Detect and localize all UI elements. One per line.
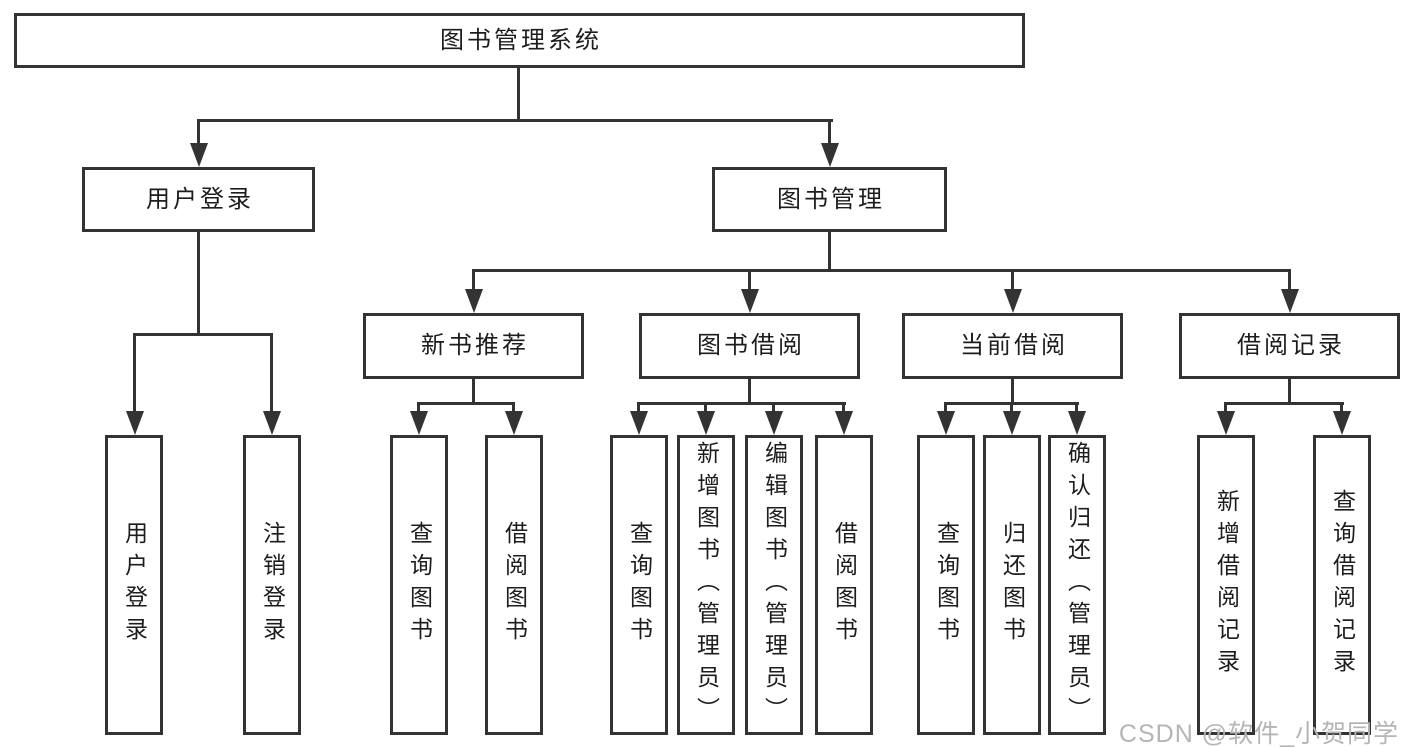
leaf-add-borrow-record: 新增借阅记录 (1197, 435, 1255, 735)
arrowhead-down-icon (410, 411, 428, 435)
arrowhead-down-icon (126, 411, 144, 435)
leaf-borrow-books: 借阅图书 (815, 435, 873, 735)
connector-line (472, 272, 475, 290)
node-label: 用户登录 (146, 185, 254, 213)
connector-line (417, 402, 515, 405)
leaf-label: 注销登录 (259, 521, 286, 649)
leaf-logout: 注销登录 (243, 435, 301, 735)
leaf-label: 借阅图书 (831, 521, 858, 649)
node-label: 借阅记录 (1237, 332, 1345, 359)
connector-line (944, 402, 1079, 405)
connector-line (1288, 379, 1291, 405)
leaf-label: 新增图书（管理员） (693, 441, 720, 729)
connector-line (133, 336, 136, 414)
node-book-borrowing: 图书借阅 (639, 313, 860, 379)
arrowhead-down-icon (1068, 411, 1086, 435)
arrowhead-down-icon (465, 289, 483, 313)
arrowhead-down-icon (937, 411, 955, 435)
connector-line (472, 379, 475, 405)
connector-line (828, 232, 831, 272)
connector-line (133, 333, 273, 336)
arrowhead-down-icon (1333, 411, 1351, 435)
leaf-label: 查询图书 (626, 521, 653, 649)
arrowhead-down-icon (1003, 411, 1021, 435)
connector-line (1340, 405, 1343, 413)
leaf-label: 查询借阅记录 (1329, 489, 1356, 681)
arrowhead-down-icon (263, 411, 281, 435)
connector-line (517, 68, 520, 122)
arrowhead-down-icon (1217, 411, 1235, 435)
leaf-label: 查询图书 (933, 521, 960, 649)
connector-line (1075, 405, 1078, 413)
arrowhead-down-icon (821, 143, 839, 167)
arrowhead-down-icon (835, 411, 853, 435)
leaf-label: 借阅图书 (501, 521, 528, 649)
connector-line (512, 405, 515, 413)
leaf-label: 新增借阅记录 (1213, 489, 1240, 681)
leaf-edit-books-admin: 编辑图书（管理员） (745, 435, 803, 735)
connector-line (1224, 405, 1227, 413)
node-label: 图书管理 (777, 185, 885, 213)
connector-line (1224, 402, 1344, 405)
connector-line (1288, 272, 1291, 290)
arrowhead-down-icon (765, 411, 783, 435)
leaf-query-books-borrow: 查询图书 (610, 435, 668, 735)
connector-line (944, 405, 947, 413)
connector-line (417, 405, 420, 413)
arrowhead-down-icon (741, 289, 759, 313)
arrowhead-down-icon (1281, 289, 1299, 313)
csdn-watermark: CSDN @软件_小贺同学 (1118, 720, 1399, 747)
node-borrowing-records: 借阅记录 (1179, 313, 1400, 379)
connector-line (270, 336, 273, 414)
node-label: 当前借阅 (960, 332, 1068, 359)
leaf-query-books-recommend: 查询图书 (390, 435, 448, 735)
connector-line (772, 405, 775, 413)
connector-line (197, 119, 833, 122)
connector-line (472, 269, 1291, 272)
connector-line (842, 405, 845, 413)
connector-line (637, 405, 640, 413)
connector-line (1010, 405, 1013, 413)
node-new-book-recommend: 新书推荐 (363, 313, 584, 379)
arrowhead-down-icon (697, 411, 715, 435)
arrowhead-down-icon (190, 143, 208, 167)
leaf-query-borrow-record: 查询借阅记录 (1313, 435, 1371, 735)
leaf-label: 编辑图书（管理员） (761, 441, 788, 729)
arrowhead-down-icon (505, 411, 523, 435)
connector-line (1011, 272, 1014, 290)
connector-line (637, 402, 846, 405)
connector-line (704, 405, 707, 413)
leaf-label: 用户登录 (121, 521, 148, 649)
node-user-login: 用户登录 (82, 167, 315, 232)
connector-line (1011, 379, 1014, 405)
node-library-management-system: 图书管理系统 (14, 13, 1025, 68)
leaf-label: 查询图书 (406, 521, 433, 649)
connector-line (828, 122, 831, 148)
leaf-add-books-admin: 新增图书（管理员） (677, 435, 735, 735)
node-label: 图书借阅 (697, 332, 805, 359)
arrowhead-down-icon (1004, 289, 1022, 313)
connector-line (748, 379, 751, 405)
arrowhead-down-icon (630, 411, 648, 435)
node-label: 新书推荐 (421, 332, 529, 359)
connector-line (197, 232, 200, 336)
leaf-return-books: 归还图书 (983, 435, 1041, 735)
connector-line (748, 272, 751, 290)
connector-line (197, 122, 200, 148)
leaf-query-books-current: 查询图书 (917, 435, 975, 735)
leaf-confirm-return-admin: 确认归还（管理员） (1048, 435, 1106, 735)
node-current-borrowing: 当前借阅 (902, 313, 1123, 379)
node-label: 图书管理系统 (440, 26, 602, 54)
leaf-label: 归还图书 (999, 521, 1026, 649)
leaf-label: 确认归还（管理员） (1064, 441, 1091, 729)
leaf-borrow-books-recommend: 借阅图书 (485, 435, 543, 735)
node-book-management: 图书管理 (712, 167, 947, 232)
leaf-user-login: 用户登录 (105, 435, 163, 735)
